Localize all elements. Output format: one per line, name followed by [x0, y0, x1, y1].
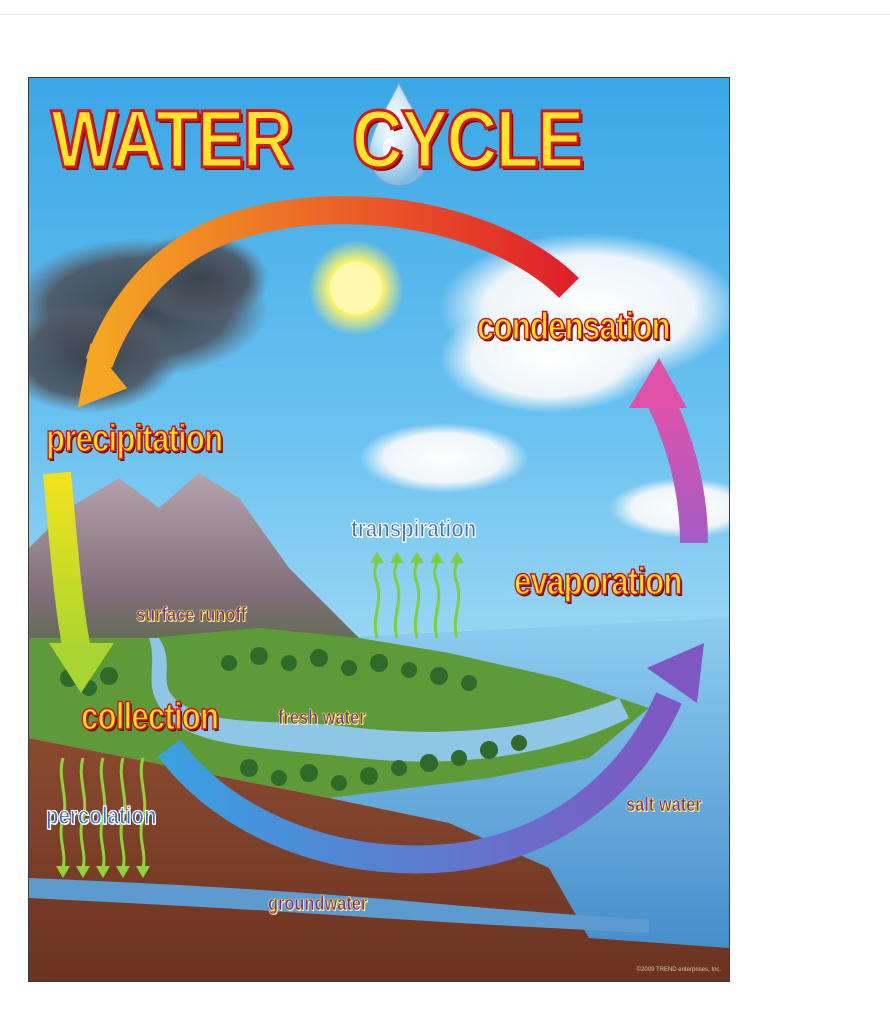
rain-cloud: [29, 233, 269, 413]
title-part-cycle: CYCLE: [351, 93, 586, 187]
arrow-evaporation-to-condensation: [646, 391, 708, 544]
label-percolation: percolation: [46, 801, 157, 830]
water-cycle-poster: WATER CYCLE condensation precipitation co…: [28, 77, 730, 982]
white-cloud-large: [439, 233, 729, 413]
label-collection: collection: [80, 695, 219, 739]
label-groundwater: groundwater: [268, 893, 368, 916]
mountains: [29, 473, 359, 678]
arrow-head-condensation: [629, 358, 687, 408]
label-precipitation: precipitation: [45, 417, 223, 461]
diagram-title: WATER CYCLE: [50, 93, 586, 187]
arrow-head-evaporation: [647, 643, 704, 703]
label-evaporation: evaporation: [513, 560, 683, 604]
arrow-condensation-to-precipitation: [85, 196, 579, 368]
poster-illustration: [29, 81, 729, 981]
arrow-collection-to-evaporation: [157, 692, 682, 874]
water-drop-icon: [368, 81, 430, 187]
forest: [60, 647, 527, 791]
copyright-notice: ©2009 TREND enterprises, Inc.: [636, 967, 721, 973]
label-fresh-water: fresh water: [278, 707, 366, 730]
label-transpiration: transpiration: [351, 514, 477, 543]
page-top-strip: [0, 0, 890, 15]
groundwater-layer: [29, 878, 649, 933]
arrow-head-precipitation: [77, 342, 128, 408]
river: [149, 638, 629, 762]
percolation-arrow-heads: [56, 866, 150, 878]
white-cloud-small: [359, 423, 529, 493]
arrow-head-collection: [49, 643, 114, 693]
white-cloud-right: [609, 478, 729, 538]
transpiration-arrows: [373, 557, 461, 639]
label-condensation: condensation: [476, 305, 671, 349]
arrow-precipitation-to-collection: [43, 471, 93, 662]
label-salt-water: salt water: [626, 794, 702, 817]
sun-core: [330, 262, 382, 314]
label-surface-runoff: surface runoff: [136, 604, 247, 627]
title-part-water: WATER: [50, 93, 295, 187]
percolation-arrows: [59, 757, 147, 869]
transpiration-arrow-heads: [370, 552, 464, 563]
